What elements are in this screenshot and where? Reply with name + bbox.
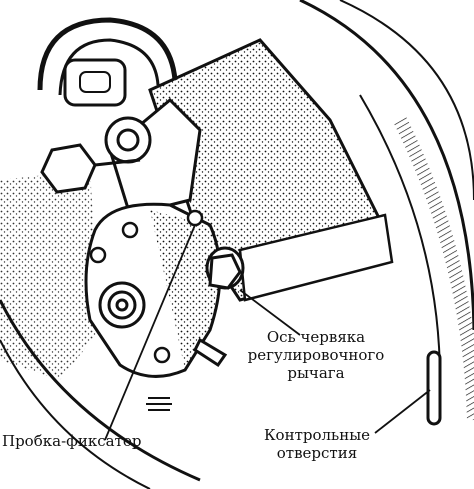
- worm-axis-head: [205, 246, 245, 290]
- worm-axis-label-line-2: регулировочного: [247, 346, 385, 364]
- leader-lines: [104, 224, 431, 441]
- inspection-holes-label: Контрольные отверстия: [252, 426, 382, 462]
- clevis: [104, 97, 202, 217]
- lever-shading: [150, 210, 220, 370]
- bolt-nut: [40, 143, 141, 194]
- housing-face: [238, 213, 394, 302]
- worm-axis-label-line-1: Ось червяка: [266, 328, 366, 346]
- inspection-holes-label-line-1: Контрольные: [263, 426, 371, 444]
- worm-shaft: [98, 281, 146, 329]
- drum-shading: [0, 170, 100, 380]
- locking-plug-fitting: [193, 337, 228, 368]
- worm-axis-label-line-3: рычага: [287, 364, 345, 382]
- inspection-hole-icon: [426, 350, 442, 426]
- inspection-holes-label-line-2: отверстия: [276, 444, 358, 462]
- locking-plug-label: Пробка-фиксатор: [2, 432, 142, 450]
- yoke-loop: [37, 17, 178, 107]
- hatch-mark: [146, 397, 172, 411]
- worm-axis-label: Ось червяка регулировочного рычага: [236, 328, 396, 382]
